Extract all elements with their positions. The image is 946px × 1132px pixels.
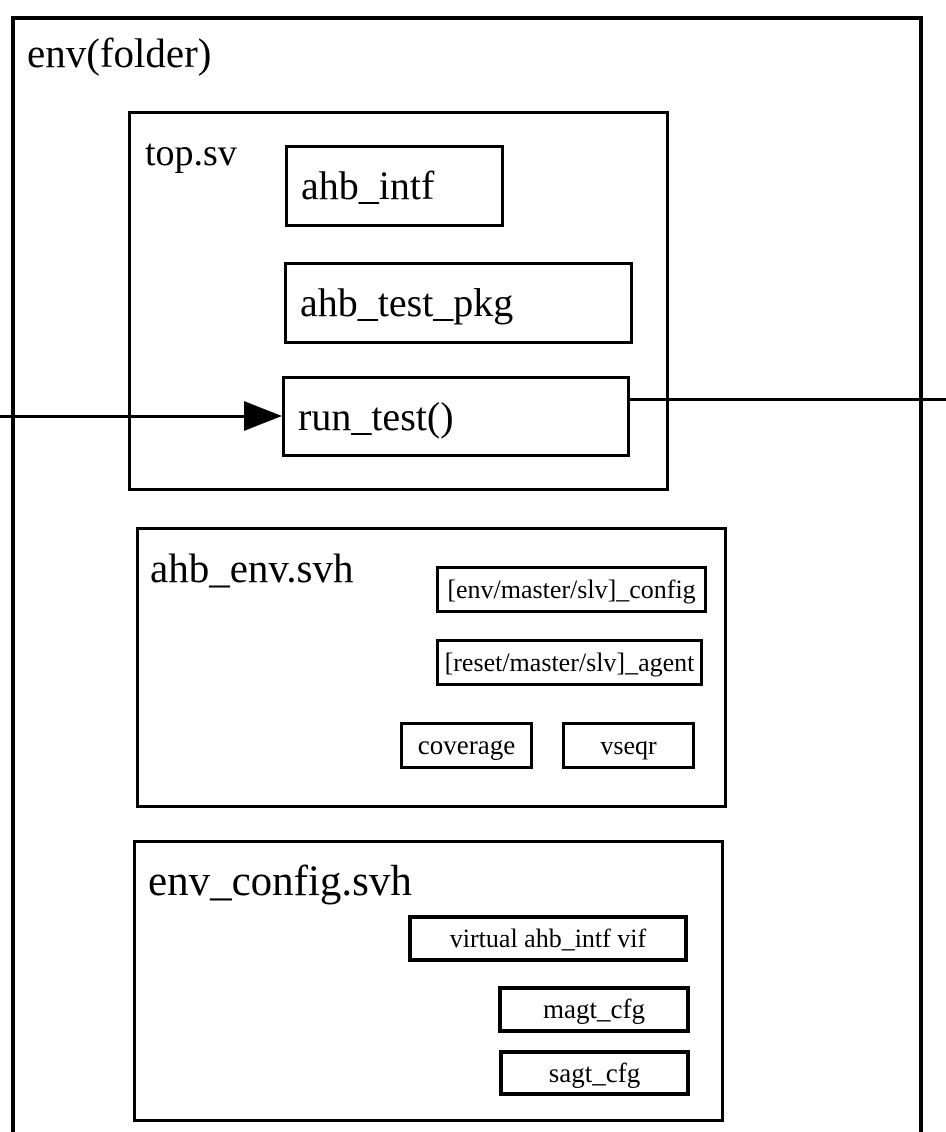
vseqr-box: vseqr [562,722,695,769]
ahb-test-pkg-box: ahb_test_pkg [284,262,633,344]
virtual-ahb-intf-vif-box: virtual ahb_intf vif [408,915,688,962]
reset-master-slv-agent-box: [reset/master/slv]_agent [436,639,703,686]
env-folder-label: env(folder) [27,30,212,76]
env-folder-box [11,16,923,1132]
coverage-box: coverage [400,722,533,769]
env-master-slv-config-box: [env/master/slv]_config [436,566,707,613]
run-test-box: run_test() [282,376,630,457]
top-sv-label: top.sv [145,132,237,174]
arrow-into-run-test-head [244,401,282,431]
line-out-of-run-test [630,398,946,401]
ahb-env-label: ahb_env.svh [150,545,354,591]
magt-cfg-box: magt_cfg [498,986,690,1033]
arrow-into-run-test-line [0,415,252,418]
sagt-cfg-box: sagt_cfg [499,1050,690,1096]
env-config-label: env_config.svh [148,858,412,905]
ahb-intf-box: ahb_intf [285,145,504,227]
